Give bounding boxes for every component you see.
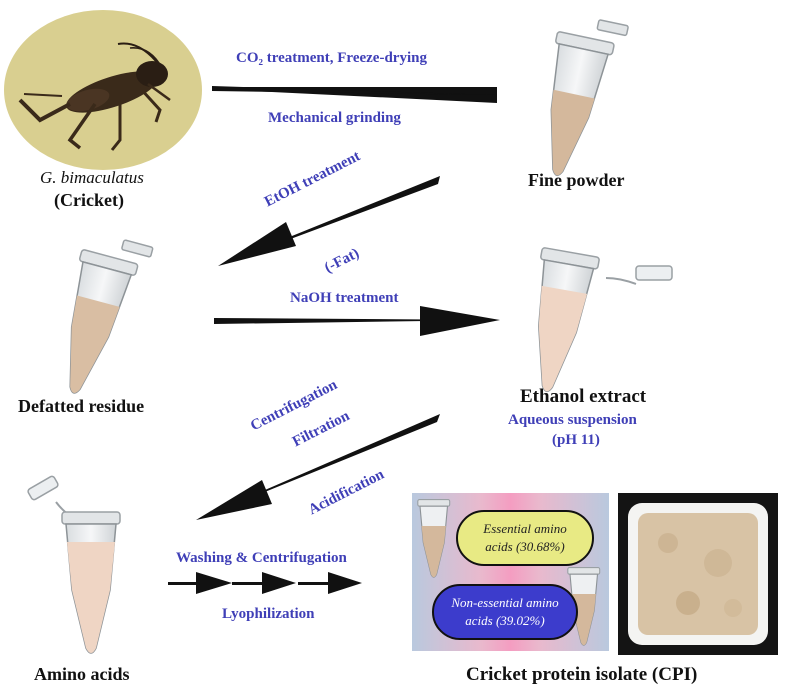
cpi-powder-photo bbox=[618, 493, 778, 655]
ethanol-extract-label: Ethanol extract bbox=[520, 386, 647, 407]
cricket-illustration bbox=[4, 10, 202, 170]
arrow-washing bbox=[168, 572, 362, 594]
step1-line1: CO₂ treatment, Freeze-drying bbox=[236, 50, 427, 66]
essential-amino-acids-pill: Essential amino acids (30.68%) bbox=[456, 510, 594, 566]
cricket-species-label: G. bimaculatus bbox=[40, 168, 144, 187]
fine-powder-tube bbox=[527, 19, 629, 183]
amino-acids-tube bbox=[27, 475, 121, 654]
ethanol-extract-tube bbox=[517, 246, 673, 398]
defatted-residue-label: Defatted residue bbox=[18, 396, 145, 416]
defatted-residue-tube bbox=[44, 239, 154, 402]
cpi-label: Cricket protein isolate (CPI) bbox=[466, 664, 698, 685]
step5-line1: Washing & Centrifugation bbox=[176, 550, 347, 566]
nonessential-line2: acids (39.02%) bbox=[465, 613, 545, 628]
nonessential-amino-acids-pill: Non-essential amino acids (39.02%) bbox=[432, 584, 578, 640]
fine-powder-label: Fine powder bbox=[528, 170, 625, 190]
amino-acids-label: Amino acids bbox=[34, 664, 130, 684]
aqueous-suspension-label: Aqueous suspension bbox=[508, 412, 637, 428]
cricket-common-label: (Cricket) bbox=[54, 190, 124, 210]
essential-line2: acids (30.68%) bbox=[485, 539, 565, 554]
ph-label: (pH 11) bbox=[552, 432, 600, 448]
step3-label: NaOH treatment bbox=[290, 290, 399, 306]
step1-line2: Mechanical grinding bbox=[268, 110, 401, 126]
essential-line1: Essential amino bbox=[483, 521, 567, 536]
step5-line2: Lyophilization bbox=[222, 606, 315, 622]
nonessential-line1: Non-essential amino bbox=[451, 595, 559, 610]
